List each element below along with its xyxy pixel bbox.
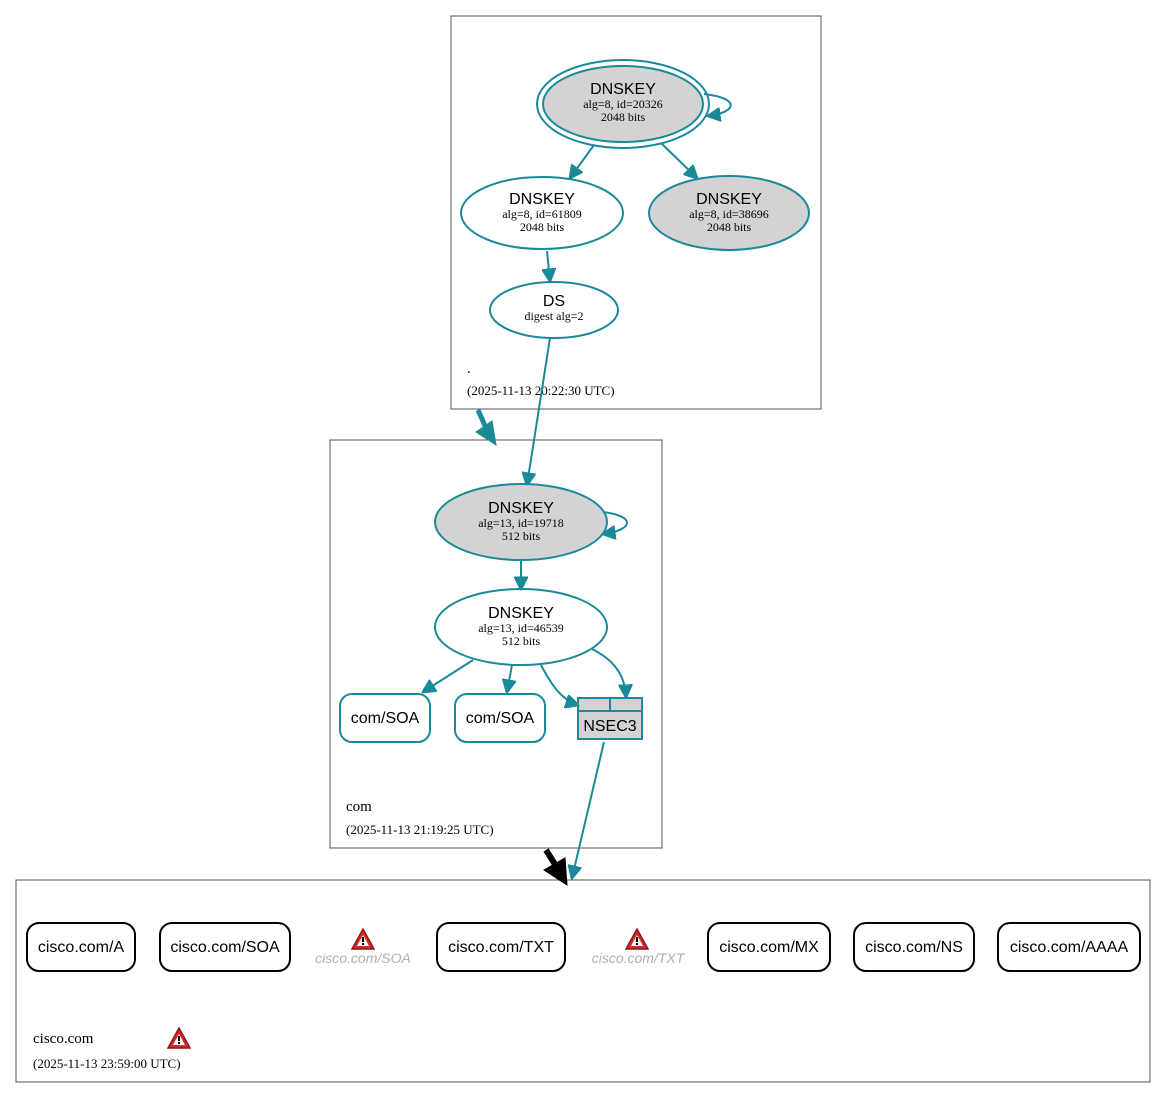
rrset-label: cisco.com/MX: [719, 939, 819, 956]
node-bits: 2048 bits: [707, 220, 752, 234]
edge-20326-38696: [660, 142, 697, 178]
edge-46539-nsec3-a: [540, 664, 578, 705]
zone-com-timestamp: (2025-11-13 21:19:25 UTC): [346, 822, 494, 837]
edge-46539-nsec3-b: [591, 648, 626, 697]
delegation-arrow-com-cisco: [543, 848, 559, 868]
delegation-arrowhead-root-com: [475, 420, 497, 447]
delegation-arrowhead-com-cisco: [543, 857, 568, 886]
edge-nsec3-cisco: [572, 741, 605, 878]
node-bits: 512 bits: [502, 529, 541, 543]
node-type: DNSKEY: [488, 500, 554, 517]
node-bits: 2048 bits: [601, 110, 646, 124]
dnskey-node-20326[interactable]: DNSKEY alg=8, id=20326 2048 bits: [536, 59, 710, 149]
warning-icon: [624, 927, 650, 950]
node-alg: alg=13, id=19718: [478, 516, 564, 530]
node-type: DNSKEY: [590, 81, 656, 98]
zone-root-name: .: [467, 361, 471, 377]
edge-46539-soa1: [423, 659, 474, 692]
rrset-label: cisco.com/SOA: [170, 939, 280, 956]
ds-node[interactable]: DS digest alg=2: [489, 281, 619, 339]
self-sign-edge-20326: [703, 93, 732, 116]
com-soa-node-2[interactable]: com/SOA: [454, 693, 546, 743]
node-alg: alg=8, id=20326: [583, 97, 663, 111]
node-bits: 2048 bits: [520, 220, 565, 234]
edge-20326-61809: [570, 144, 595, 178]
edge-46539-soa2: [507, 664, 512, 692]
rrset-label: cisco.com/TXT: [448, 939, 554, 956]
warning-rrset-label: cisco.com/TXT: [592, 950, 686, 966]
rrset-cisco-soa[interactable]: cisco.com/SOA: [159, 922, 291, 972]
nsec3-label: NSEC3: [583, 718, 636, 735]
edge-61809-ds: [547, 250, 550, 281]
self-sign-edge-19718: [603, 511, 628, 534]
rrset-label: cisco.com/A: [38, 939, 125, 956]
rrset-label: cisco.com/AAAA: [1010, 939, 1129, 956]
rrset-cisco-soa-warning[interactable]: cisco.com/SOA: [315, 927, 411, 966]
rrset-cisco-a[interactable]: cisco.com/A: [26, 922, 136, 972]
rrset-label: com/SOA: [351, 710, 420, 727]
rrset-cisco-ns[interactable]: cisco.com/NS: [853, 922, 975, 972]
node-alg: alg=8, id=61809: [502, 207, 582, 221]
node-digest: digest alg=2: [524, 309, 583, 323]
dnskey-node-19718[interactable]: DNSKEY alg=13, id=19718 512 bits: [434, 483, 608, 561]
node-alg: alg=13, id=46539: [478, 621, 564, 635]
edge-ds-19718: [527, 337, 551, 485]
node-alg: alg=8, id=38696: [689, 207, 769, 221]
node-type: DNSKEY: [509, 191, 575, 208]
node-type: DNSKEY: [488, 605, 554, 622]
nsec3-node[interactable]: NSEC3: [577, 697, 643, 740]
zone-cisco-timestamp: (2025-11-13 23:59:00 UTC): [33, 1056, 181, 1071]
zone-cisco-name: cisco.com: [33, 1031, 94, 1047]
dnskey-node-46539[interactable]: DNSKEY alg=13, id=46539 512 bits: [434, 588, 608, 666]
rrset-cisco-mx[interactable]: cisco.com/MX: [707, 922, 831, 972]
rrset-cisco-aaaa[interactable]: cisco.com/AAAA: [997, 922, 1141, 972]
node-type: DNSKEY: [696, 191, 762, 208]
delegation-arrow-root-com: [475, 408, 489, 430]
node-bits: 512 bits: [502, 634, 541, 648]
rrset-cisco-txt-warning[interactable]: cisco.com/TXT: [592, 927, 686, 966]
warning-rrset-label: cisco.com/SOA: [315, 950, 411, 966]
dnskey-node-38696[interactable]: DNSKEY alg=8, id=38696 2048 bits: [648, 175, 810, 251]
dnskey-node-61809[interactable]: DNSKEY alg=8, id=61809 2048 bits: [460, 176, 624, 250]
rrset-label: com/SOA: [466, 710, 535, 727]
rrset-label: cisco.com/NS: [865, 939, 963, 956]
zone-com-name: com: [346, 799, 372, 815]
warning-icon: [350, 927, 376, 950]
com-soa-node-1[interactable]: com/SOA: [339, 693, 431, 743]
node-type: DS: [543, 293, 565, 310]
rrset-cisco-txt[interactable]: cisco.com/TXT: [436, 922, 566, 972]
zone-cisco: [15, 879, 1151, 1083]
warning-icon: [166, 1026, 192, 1049]
